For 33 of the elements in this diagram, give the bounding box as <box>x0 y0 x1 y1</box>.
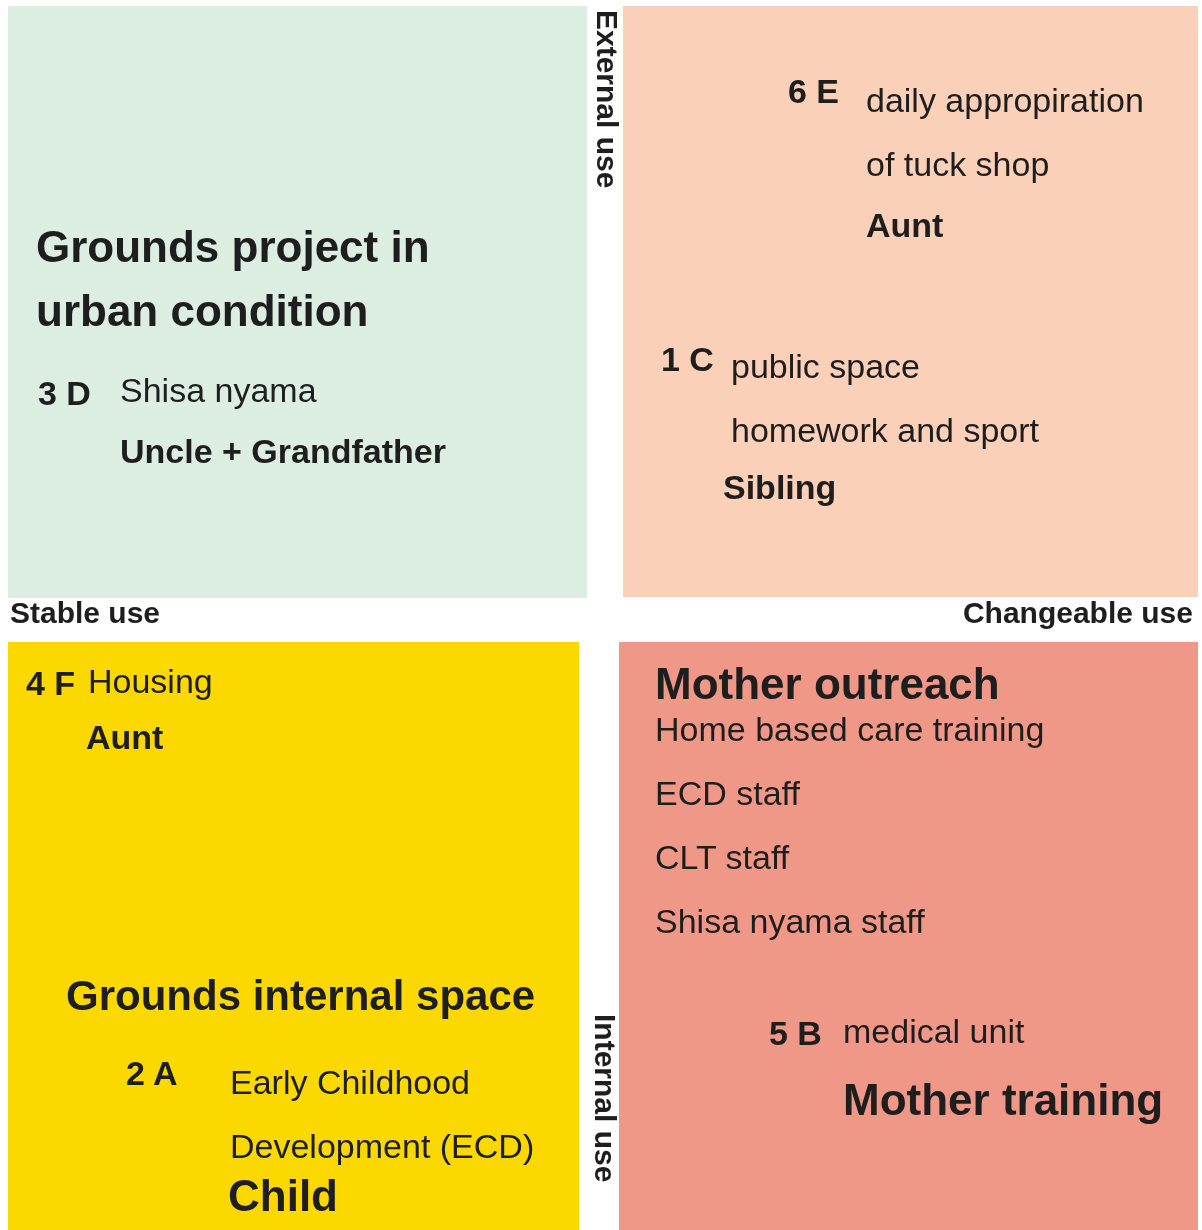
code-label: 1 C <box>661 339 714 380</box>
description: daily appropiration of tuck shop <box>866 80 1145 185</box>
description: Early Childhood Development (ECD) <box>230 1062 536 1167</box>
code-label: 2 A <box>126 1053 178 1094</box>
description: public space homework and sport <box>731 346 1041 451</box>
description: ECD staff <box>655 773 800 814</box>
description: Shisa nyama staff <box>655 901 925 942</box>
description: CLT staff <box>655 837 790 878</box>
role-label: Sibling <box>723 467 837 508</box>
role-label: Aunt <box>86 717 164 758</box>
code-label: 5 B <box>769 1013 822 1054</box>
quadrant-panel <box>8 6 587 598</box>
role-label: Aunt <box>866 205 944 246</box>
code-label: 6 E <box>788 71 840 112</box>
heading: Grounds project in urban condition <box>36 221 431 337</box>
axis-label: Stable use <box>10 596 161 630</box>
quadrant-panel <box>8 642 579 1230</box>
code-label: 4 F <box>26 663 76 704</box>
axis-label: Internal use <box>588 1014 622 1183</box>
code-label: 3 D <box>38 373 91 414</box>
role-label: Uncle + Grandfather <box>120 431 446 472</box>
heading: Mother training <box>843 1074 1164 1126</box>
axis-label: External use <box>590 10 624 189</box>
heading: Mother outreach <box>655 658 1000 710</box>
heading: Grounds internal space <box>66 971 536 1021</box>
description: Housing <box>88 661 213 702</box>
quadrant-panel <box>623 6 1198 597</box>
quadrant-panel <box>619 642 1198 1230</box>
role-label: Child <box>228 1170 338 1222</box>
axis-label: Changeable use <box>962 596 1193 630</box>
description: Home based care training <box>655 709 1045 750</box>
description: Shisa nyama <box>120 370 317 411</box>
description: medical unit <box>843 1011 1025 1052</box>
